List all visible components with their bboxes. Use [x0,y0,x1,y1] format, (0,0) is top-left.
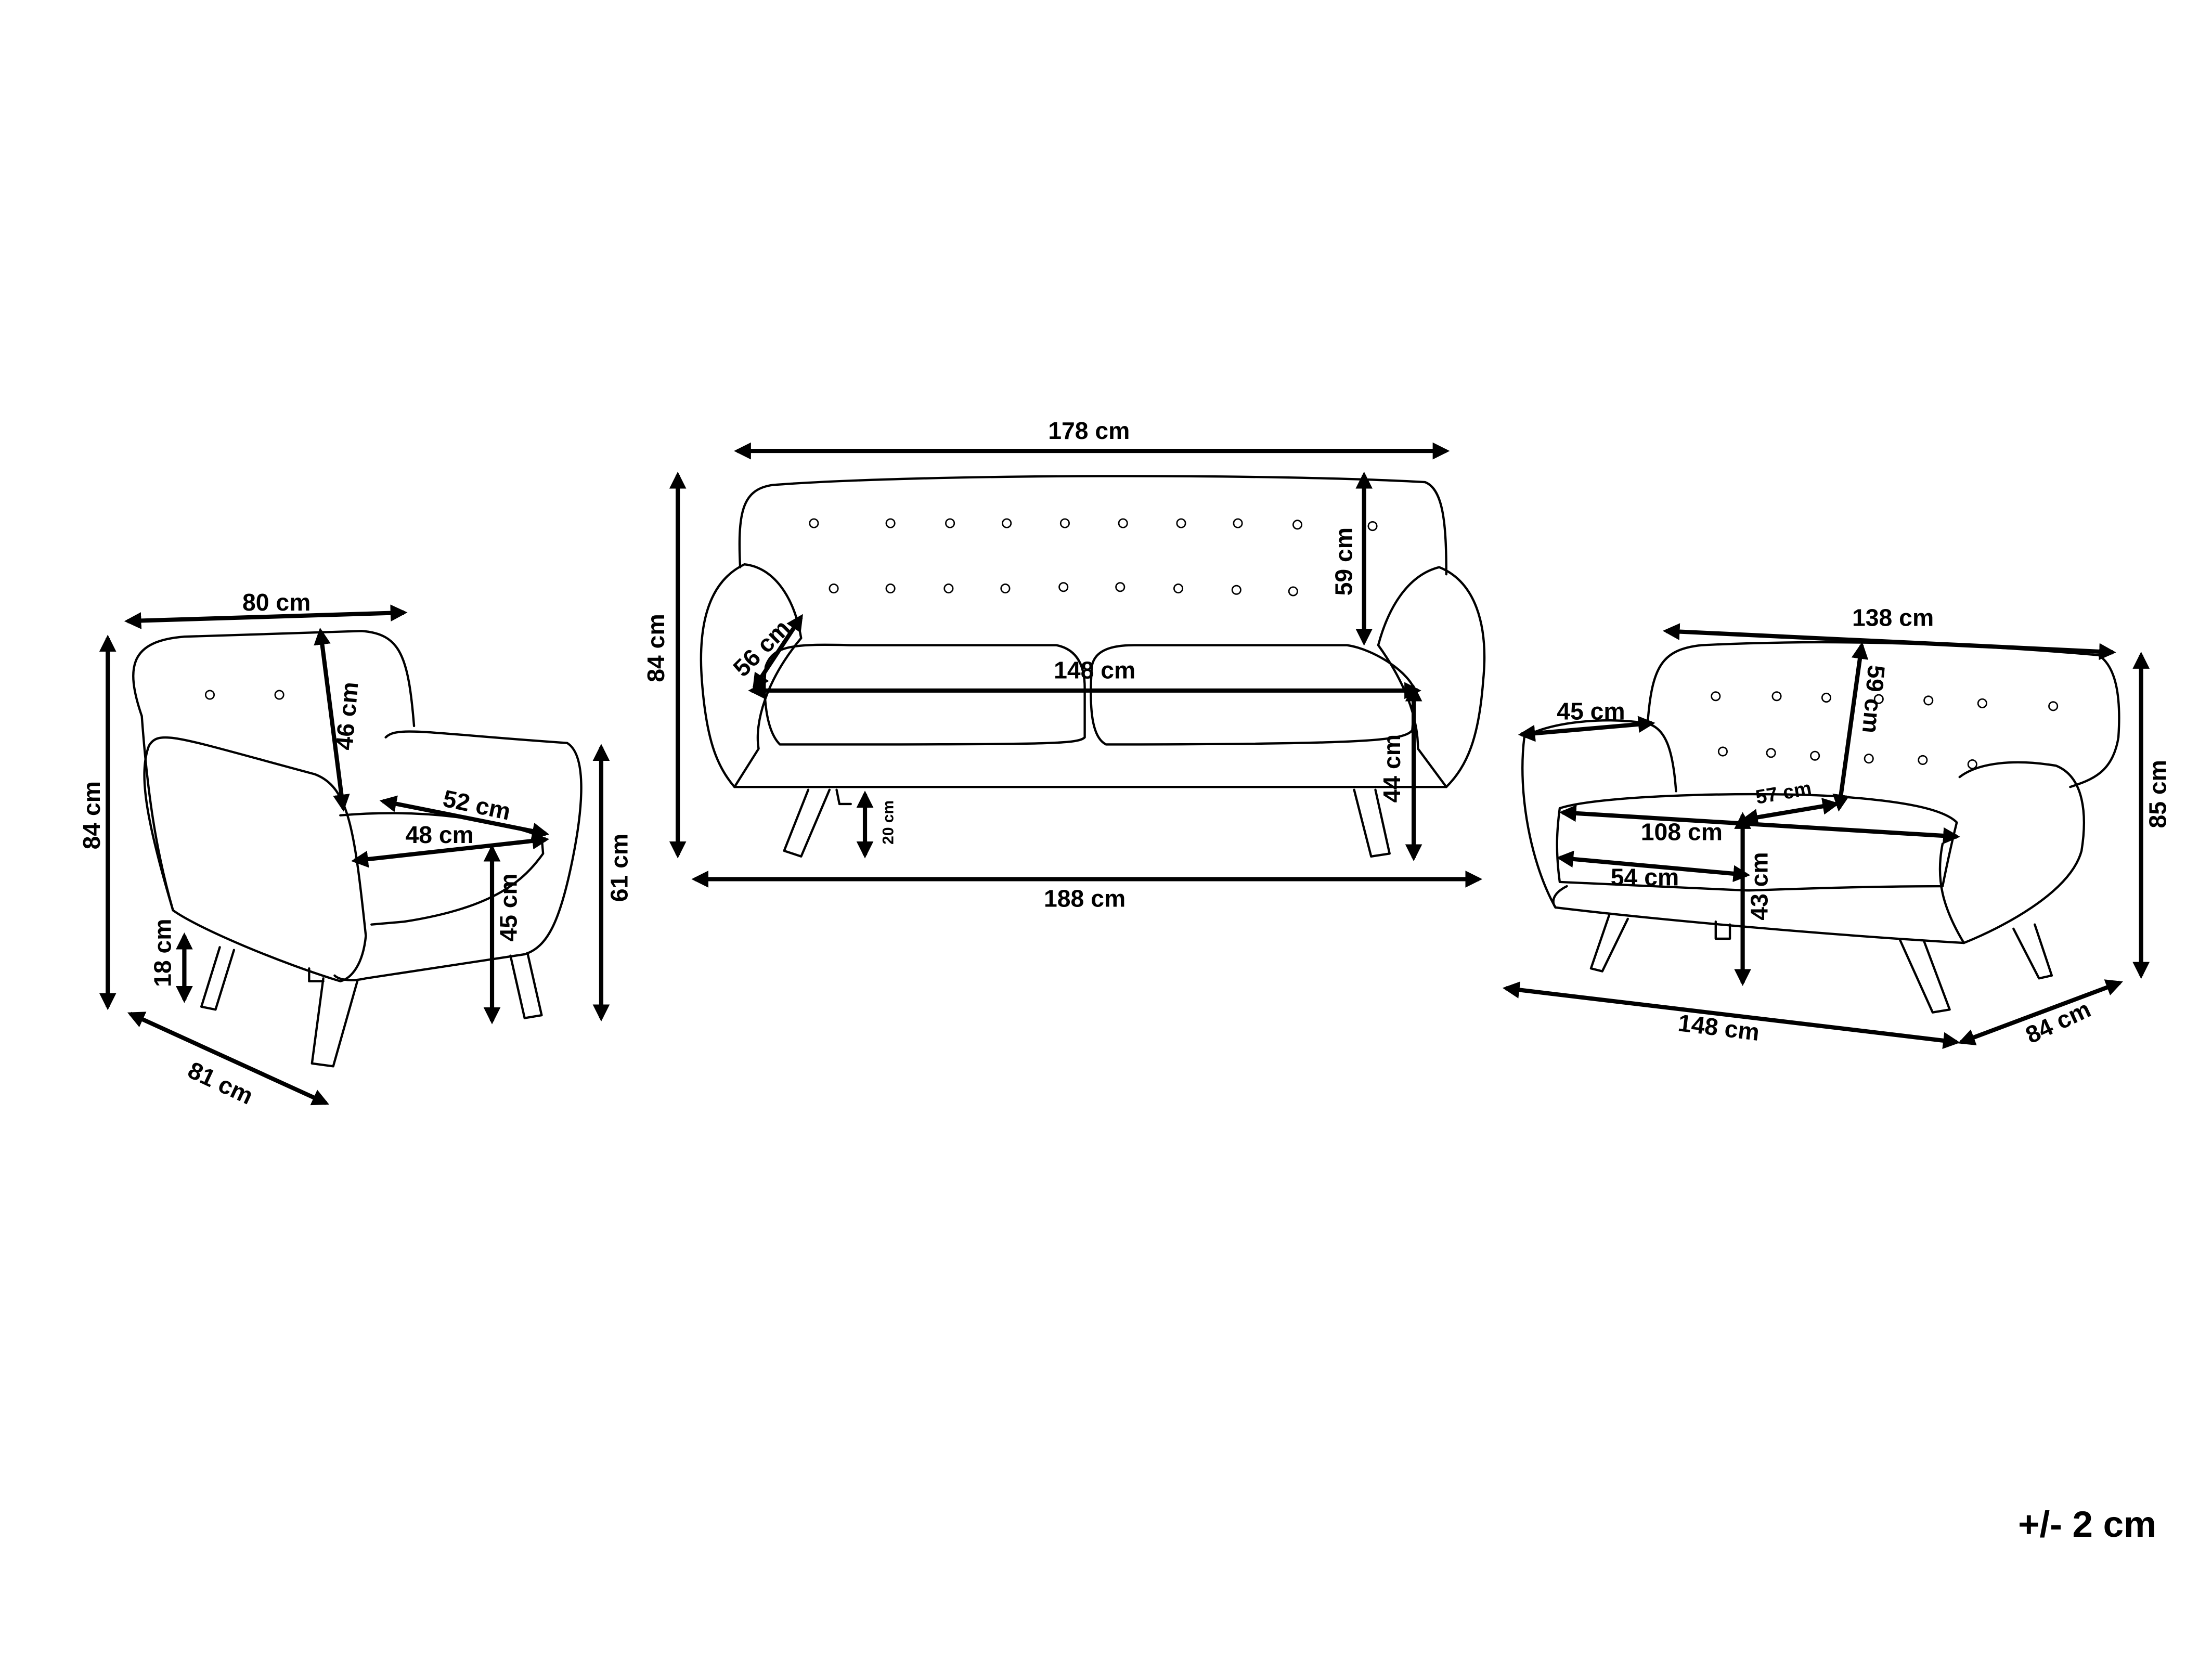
armchair-arm-height-label: 61 cm [605,834,632,902]
armchair-leg-height-label: 18 cm [149,918,176,987]
loveseat-tufting-buttons [1711,691,2059,770]
armchair-back-height-arrow [314,627,350,812]
armchair-depth-label: 81 cm [184,1056,257,1110]
armchair-height-label: 84 cm [78,781,105,849]
loveseat-arm-width-arrow [1518,716,1655,742]
sofa-top-width-label: 178 cm [1048,417,1130,444]
armchair-width-arrow [124,604,408,629]
loveseat-back-height-label: 59 cm [1857,664,1890,734]
loveseat-seat-width-arrow [1559,805,1960,845]
armchair-seat-width-arrow [351,832,550,868]
loveseat-width-label: 148 cm [1677,1009,1761,1046]
armchair-width-label: 80 cm [242,589,311,616]
sofa-drawing [700,475,1486,858]
sofa-height-label: 84 cm [642,614,669,682]
loveseat-width-arrow [1502,981,1960,1049]
sofa-leg-height-label: 20 cm [879,800,897,845]
sofa-seat-width-label: 148 cm [1054,657,1135,684]
armchair-back-height-label: 46 cm [330,681,363,751]
loveseat-height-label: 85 cm [2144,760,2171,828]
loveseat-depth-label: 84 cm [2021,995,2094,1049]
sofa-seat-height-label: 44 cm [1378,734,1405,802]
sofa-seat-depth-arrow [752,614,803,691]
armchair-depth-arrow [127,1012,329,1106]
loveseat-seat-depth-label: 57 cm [1754,777,1813,809]
loveseat-top-width-arrow [1662,623,2116,660]
loveseat-cushion-width-label: 54 cm [1611,864,1679,891]
loveseat-depth-arrow [1958,979,2123,1046]
loveseat-cushion-width-arrow [1556,850,1751,883]
tufting-button [204,690,215,700]
armchair-seat-height-label: 45 cm [495,873,522,941]
loveseat-top-width-label: 138 cm [1852,604,1934,631]
loveseat-back-height-arrow [1832,642,1869,812]
armchair-seat-depth-arrow [379,795,550,840]
sofa-width-label: 188 cm [1044,885,1126,912]
loveseat-seat-height-label: 43 cm [1745,852,1773,920]
tufting-button [274,690,284,700]
loveseat-arm-width-label: 45 cm [1557,698,1625,725]
sofa-back-height-label: 59 cm [1330,527,1357,595]
armchair-seat-width-label: 48 cm [405,821,473,848]
sofa-tufting-buttons [809,518,1378,597]
loveseat-seat-width-label: 108 cm [1641,818,1723,845]
tolerance-note: +/- 2 cm [2018,1504,2156,1545]
